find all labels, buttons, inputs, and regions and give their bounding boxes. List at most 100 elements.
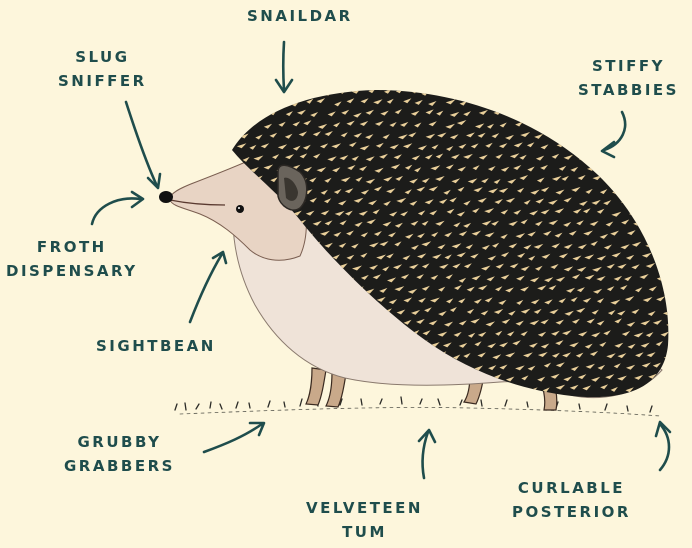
spine-tip [579, 134, 586, 139]
spine-tip [636, 177, 646, 182]
spine-tip [376, 387, 386, 392]
spine-tip [627, 145, 635, 150]
spine-tip [590, 156, 598, 161]
sightbean-arrow [190, 252, 226, 322]
spine-tip [234, 102, 243, 107]
spine-tip [585, 145, 592, 150]
spine-tip [254, 355, 261, 360]
spine-tip [235, 297, 244, 302]
spine-tip [597, 121, 604, 126]
spine-tip [447, 388, 457, 393]
spine-tip [662, 134, 671, 139]
spine-tip [524, 112, 532, 117]
hedgehog-nose [159, 191, 173, 203]
spine-tip [485, 98, 493, 103]
spine-tip [653, 168, 661, 173]
spine-tip [244, 331, 252, 336]
spine-tip [267, 374, 276, 379]
spine-tip [661, 179, 670, 184]
spine-tip [642, 208, 650, 213]
spine-tip [514, 100, 523, 105]
spine-tip [555, 121, 563, 126]
spine-tip [544, 123, 551, 128]
spine-tip [233, 364, 242, 369]
spine-tip [654, 145, 663, 150]
spine-tip [292, 386, 300, 391]
spine-tip [275, 341, 283, 346]
velveteen-tum-arrow [419, 430, 435, 478]
spine-tip [666, 363, 674, 368]
ground-grass [175, 397, 660, 416]
spine-tip [642, 387, 651, 392]
spine-tip [642, 188, 651, 193]
spine-tip [258, 373, 266, 378]
spine-tip [541, 102, 550, 107]
spine-tip [649, 223, 658, 228]
spine-tip [622, 177, 631, 182]
label-velveteen-tum: VELVETEEN TUM [306, 496, 423, 544]
slug-sniffer-arrow [126, 102, 160, 188]
spine-tip [345, 387, 354, 392]
spine-tip [654, 122, 664, 127]
spine-tip [557, 102, 566, 107]
spine-tip [248, 99, 257, 104]
spine-tip [226, 354, 235, 359]
spine-tip [244, 112, 252, 117]
spine-tip [611, 121, 619, 126]
spine-tip [260, 365, 268, 370]
spine-tip [501, 384, 509, 389]
spine-tip [572, 146, 580, 151]
spine-tip [663, 241, 671, 246]
spine-tip [230, 375, 238, 380]
spine-tip [632, 199, 641, 204]
spine-tip [632, 132, 640, 137]
spine-tip [663, 111, 672, 116]
spine-tip [493, 90, 502, 95]
spine-tip [510, 113, 518, 118]
spine-tip [250, 344, 258, 349]
spine-tip [459, 387, 468, 392]
spine-tip [620, 157, 628, 162]
spine-tip [635, 153, 643, 158]
curlable-posterior-arrow [656, 422, 670, 470]
spine-tip [656, 209, 663, 214]
spine-tip [500, 98, 509, 103]
spine-tip [248, 387, 256, 392]
spine-tip [657, 255, 666, 260]
spine-tip [670, 146, 679, 151]
spine-tip [225, 111, 233, 116]
spine-tip [668, 274, 676, 279]
spine-tip [239, 311, 247, 316]
spine-tip [440, 89, 448, 94]
spine-tip [228, 331, 238, 336]
spine-tip [253, 91, 262, 96]
spine-tip [282, 355, 290, 360]
spine-tip [235, 122, 242, 127]
spine-tip [522, 89, 532, 94]
spine-tip [452, 89, 461, 94]
spine-tip [646, 133, 653, 138]
spine-tip [669, 121, 678, 126]
spine-tip [627, 167, 637, 172]
spine-tip [531, 122, 538, 127]
spine-tip [269, 88, 278, 93]
spine-tip [240, 353, 249, 358]
spine-tip [359, 387, 367, 392]
spine-tip [227, 157, 236, 162]
spine-tip [531, 100, 539, 105]
spine-tip [240, 89, 249, 94]
spine-tip [654, 189, 663, 194]
stiffy-stabbies-arrow [602, 112, 625, 157]
spine-tip [285, 374, 293, 379]
spine-tip [661, 374, 670, 379]
spine-tip [601, 165, 610, 170]
spine-tip [562, 131, 571, 136]
spine-tip [663, 288, 672, 293]
spine-tip [551, 111, 561, 116]
label-sightbean: SIGHTBEAN [96, 334, 216, 358]
spine-tip [277, 387, 286, 392]
spine-tip [234, 319, 244, 324]
spine-tip [256, 110, 264, 115]
spine-tip [248, 365, 257, 370]
spine-tip [290, 363, 299, 368]
